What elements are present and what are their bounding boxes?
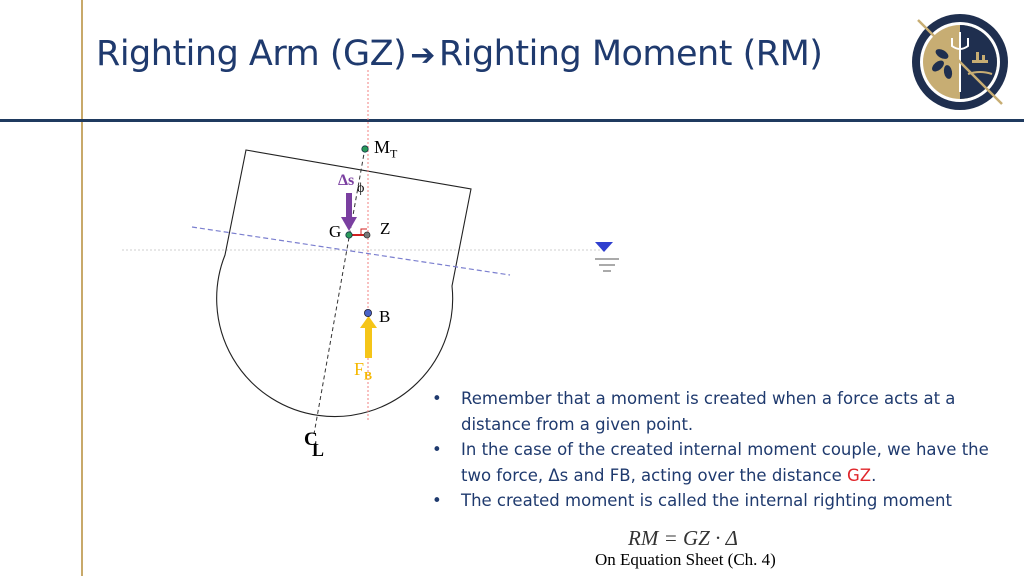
bullet-marker: • [432,440,442,459]
bullet-item: • In the case of the created internal mo… [430,437,1000,488]
label-fb: FB [354,359,373,383]
inclined-waterline [191,226,511,276]
label-phi: ϕ [357,181,365,196]
arrow-icon: ➔ [410,38,435,73]
right-angle-mark [360,228,367,235]
vertical-accent-line [81,0,83,576]
label-mt: MT [374,137,398,161]
title-right: Righting Moment (RM) [438,34,823,74]
usna-naoe-logo [912,14,1008,110]
fb-arrow-head [360,316,377,328]
label-centerline-l: L [312,440,325,460]
bullet-item: • Remember that a moment is created when… [430,386,1000,437]
label-b: B [379,307,391,326]
slide-title: Righting Arm (GZ)➔Righting Moment (RM) [96,34,823,74]
bullet-item: • The created moment is called the inter… [430,488,1000,514]
title-underline [0,119,1024,122]
label-ds: Δs [338,172,355,189]
z-point [363,231,371,239]
title-left: Righting Arm (GZ) [96,34,407,74]
ds-arrow-shaft [346,193,352,218]
hull-outline [216,149,472,418]
gz-highlight: GZ [847,465,872,485]
equation-sheet-note: On Equation Sheet (Ch. 4) [595,550,776,569]
water-surface-icon [595,242,619,272]
label-g: G [329,222,342,241]
mt-point [361,145,369,153]
fb-arrow-shaft [365,326,372,358]
b-point [363,308,372,317]
righting-moment-equation: RM = GZ · Δ [628,526,738,550]
bullet-marker: • [432,389,442,408]
ds-arrow-head [341,217,357,231]
g-point [345,231,353,239]
bullet-marker: • [432,491,442,510]
label-z: Z [380,219,391,238]
label-centerline-c: C [304,429,318,450]
bullet-list: • Remember that a moment is created when… [430,386,1000,514]
